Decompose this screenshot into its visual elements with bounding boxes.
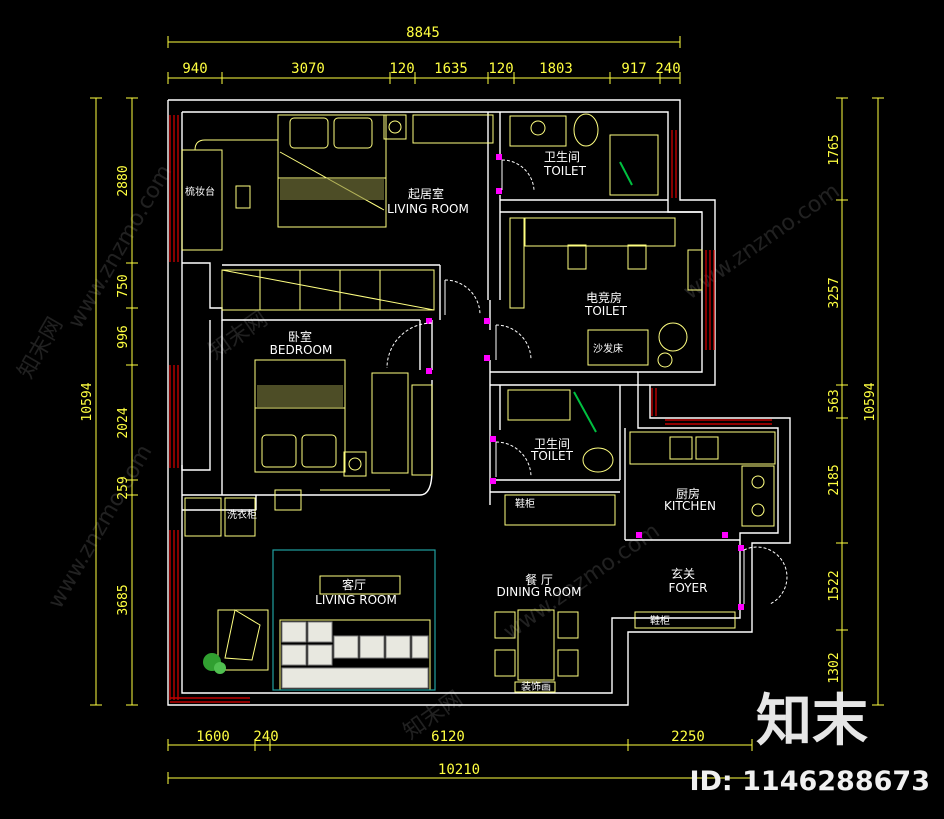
room-label-living-cn: 客厅 [342, 577, 366, 592]
plant-icon [203, 653, 226, 674]
dim-top-seg: 120 [389, 61, 414, 77]
dim-left-seg: 750 [116, 274, 131, 297]
dim-bottom-seg: 1600 [196, 729, 230, 745]
watermark-brand: 知末网 [14, 313, 69, 383]
dim-top-seg: 3070 [291, 61, 325, 77]
dim-top-seg: 1635 [434, 61, 468, 77]
dim-right-seg: 3257 [827, 277, 842, 308]
dim-top-seg: 917 [621, 61, 646, 77]
dim-right-seg: 563 [827, 389, 842, 412]
room-labels: 起居室 LIVING ROOM 梳妆台 卫生间 TOILET 电竞房 TOILE… [185, 150, 716, 693]
dimension-lines [90, 36, 884, 784]
room-label-kitchen-en: KITCHEN [664, 499, 716, 513]
door-leaves [431, 160, 745, 604]
dim-right-seg: 2185 [827, 464, 842, 495]
watermark-text: www.znzmo.com [44, 441, 158, 613]
room-label-living-en: LIVING ROOM [315, 593, 397, 607]
room-label-master-en: LIVING ROOM [387, 202, 469, 216]
dim-top-seg: 1803 [539, 61, 573, 77]
dim-right-seg: 1522 [827, 570, 842, 601]
windows [169, 115, 772, 703]
dim-bottom-seg: 6120 [431, 729, 465, 745]
sofa-cushions [281, 621, 429, 689]
room-label-dining-cn: 餐 厅 [525, 572, 553, 587]
dim-right-seg: 1302 [827, 652, 842, 683]
room-label-study-cn: 电竞房 [586, 290, 622, 305]
room-label-bedroom-cn: 卧室 [288, 329, 312, 344]
room-label-bedroom-en: BEDROOM [270, 343, 333, 357]
living-rug [272, 549, 436, 691]
label-shoe-cabinet: 鞋柜 [515, 497, 535, 510]
room-label-toilet1-cn: 卫生间 [544, 150, 580, 164]
room-label-foyer-cn: 玄关 [671, 566, 695, 581]
dim-bottom-seg: 2250 [671, 729, 705, 745]
dim-bottom-seg: 240 [253, 729, 278, 745]
dim-top-seg: 940 [182, 61, 207, 77]
dim-top-seg: 240 [655, 61, 680, 77]
room-label-toilet2-en: TOILET [530, 449, 574, 463]
doors [386, 159, 788, 605]
brand-watermark: 知末 ID: 1146288673 [689, 689, 930, 797]
walls [167, 99, 791, 706]
dim-left-seg: 3685 [116, 584, 131, 615]
label-sofa-bed: 沙发床 [593, 342, 623, 355]
label-laundry: 洗衣柜 [227, 508, 257, 521]
watermark-layer: www.znzmo.com 知末网 www.znzmo.com www.znzm… [14, 161, 845, 745]
dim-right-seg: 1765 [827, 134, 842, 165]
door-jambs [426, 154, 744, 610]
room-label-study-en: TOILET [584, 304, 628, 318]
dim-left-seg: 2880 [116, 165, 131, 196]
dim-left-seg: 2024 [116, 407, 131, 438]
label-dresser: 梳妆台 [185, 185, 215, 198]
dimension-texts: 8845 940 3070 120 1635 120 1803 917 240 … [80, 25, 878, 778]
dim-right-total: 10594 [863, 382, 878, 421]
dim-top-seg: 120 [488, 61, 513, 77]
room-label-dining-en: DINING ROOM [497, 585, 582, 599]
dim-left-seg: 996 [116, 325, 131, 348]
brand-logo: 知末 [756, 689, 868, 754]
dim-top-total: 8845 [406, 25, 440, 41]
room-label-toilet2-cn: 卫生间 [534, 437, 570, 451]
glass-partitions [573, 161, 633, 433]
dim-left-seg: 259 [116, 476, 131, 499]
room-label-kitchen-cn: 厨房 [676, 486, 700, 501]
bed-quilt-pattern [257, 178, 384, 407]
watermark-text: www.znzmo.com [679, 179, 844, 305]
room-label-foyer-en: FOYER [669, 581, 708, 595]
dim-bottom-total: 10210 [438, 762, 480, 778]
watermark-brand: 知末网 [204, 307, 272, 365]
furniture [181, 113, 776, 693]
room-label-toilet1-en: TOILET [543, 164, 587, 178]
room-label-master-cn: 起居室 [408, 186, 444, 201]
dim-left-total: 10594 [80, 382, 95, 421]
label-shoe-cabinet: 鞋柜 [650, 614, 670, 627]
image-id-label: ID: 1146288673 [689, 766, 930, 797]
label-deco-wall: 装饰画 [521, 680, 551, 693]
